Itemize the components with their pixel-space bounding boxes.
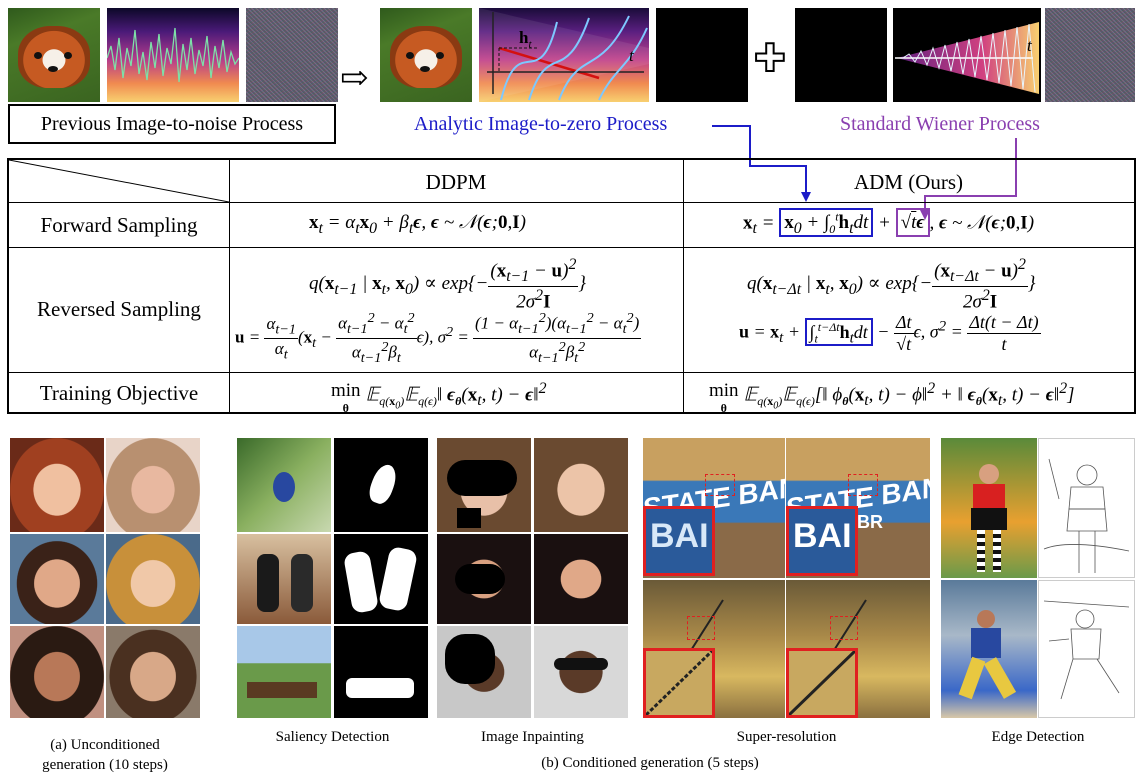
caption-unconditioned-2: generation (10 steps) [42, 757, 168, 773]
superres-output-1: STATE BANK OI KET BR BAI [786, 438, 930, 578]
saliency-input-3 [237, 626, 331, 718]
row-label-forward: Forward Sampling [40, 213, 198, 237]
header-ddpm: DDPM [425, 170, 487, 194]
row-label-reversed: Reversed Sampling [37, 297, 201, 321]
caption-edge: Edge Detection [991, 729, 1085, 745]
wiener-process-label: Standard Wiener Process [840, 113, 1040, 135]
caption-conditioned: (b) Conditioned generation (5 steps) [541, 755, 759, 771]
header-diagonal [9, 160, 229, 202]
face-image-6 [106, 626, 200, 718]
edge-output-2 [1038, 580, 1135, 718]
superres-input-1: STATE BANK OI BAI [643, 438, 785, 578]
inpaint-output-1 [534, 438, 628, 532]
face-image-1 [10, 438, 104, 532]
analytic-process-plot: ht t [479, 8, 649, 102]
face-image-3 [10, 534, 104, 624]
saliency-mask-2 [334, 534, 428, 624]
saliency-input-1 [237, 438, 331, 532]
previous-process-box [8, 104, 336, 144]
analytic-process-label: Analytic Image-to-zero Process [414, 113, 668, 135]
face-image-2 [106, 438, 200, 532]
superres-input-2 [643, 580, 785, 718]
header-adm: ADM (Ours) [853, 170, 964, 194]
edge-output-1 [1038, 438, 1135, 578]
black-image-2 [795, 8, 887, 102]
superres-output-2 [786, 580, 930, 718]
edge-input-2 [941, 580, 1037, 718]
row-label-training: Training Objective [39, 381, 199, 405]
adm-forward-equation: xt = x0 + ∫0thtdt + √tϵ, ϵ ~ 𝒩(ϵ;0,I) [743, 208, 1035, 238]
inpaint-input-3 [437, 626, 531, 718]
inpaint-input-1 [437, 438, 531, 532]
connector-arrows [712, 125, 1017, 220]
ddpm-forward-equation: xt = αtx0 + βtϵ, ϵ ~ 𝒩(ϵ;0,I) [309, 212, 526, 237]
inpaint-input-2 [437, 534, 531, 624]
caption-unconditioned-1: (a) Unconditioned [50, 737, 160, 753]
black-image [656, 8, 748, 102]
noise-waveform [107, 27, 239, 83]
caption-superres: Super-resolution [736, 729, 837, 745]
noise-signal-image [107, 8, 239, 102]
red-panda-image [8, 8, 100, 102]
face-image-4 [106, 534, 200, 624]
edge-input-1 [941, 438, 1037, 578]
plus-icon: ✚ [753, 38, 787, 80]
inpaint-output-2 [534, 534, 628, 624]
inpaint-output-3 [534, 626, 628, 718]
comparison-table: DDPM ADM (Ours) Forward Sampling Reverse… [7, 158, 1136, 415]
arrow-icon: ⇨ [340, 60, 369, 97]
wiener-process-plot: t [893, 8, 1041, 102]
saliency-input-2 [237, 534, 331, 624]
noise-image [246, 8, 338, 102]
noise-image-2 [1045, 8, 1135, 102]
saliency-mask-1 [334, 438, 428, 532]
caption-inpainting: Image Inpainting [481, 729, 584, 745]
previous-process-label: Previous Image-to-noise Process [40, 113, 304, 135]
face-image-5 [10, 626, 104, 718]
caption-saliency: Saliency Detection [275, 729, 390, 745]
red-panda-image-2 [380, 8, 472, 102]
saliency-mask-3 [334, 626, 428, 718]
